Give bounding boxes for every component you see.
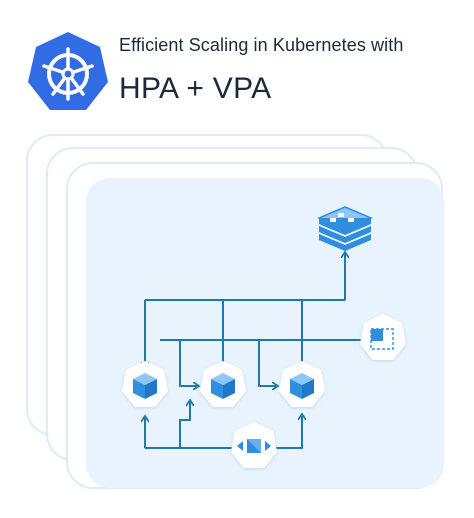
- horizontal-scale-icon: [231, 422, 277, 468]
- cube-icon: [290, 373, 314, 399]
- header-title: HPA + VPA: [119, 72, 272, 105]
- cube-icon: [133, 373, 157, 399]
- kubernetes-logo-icon: [28, 32, 108, 110]
- connector-lines: [145, 254, 365, 449]
- pod-3: [279, 361, 325, 407]
- cube-icon: [211, 373, 235, 399]
- database-stack-icon: [317, 206, 373, 251]
- header-subtitle: Efficient Scaling in Kubernetes with: [119, 35, 404, 55]
- pod-2: [200, 361, 246, 407]
- pod-1: [122, 361, 168, 407]
- resize-box-icon: [360, 314, 406, 360]
- diagram-panel: [86, 178, 444, 488]
